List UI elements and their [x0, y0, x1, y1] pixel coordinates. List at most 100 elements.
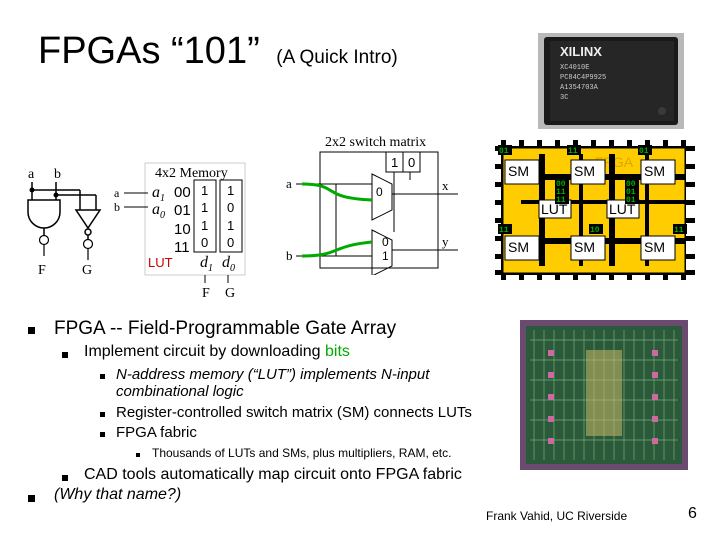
svg-text:00: 00: [626, 180, 636, 189]
bullet-lut-cont: combinational logic: [116, 383, 244, 400]
svg-text:00: 00: [556, 180, 566, 189]
bullet-fpga: FPGA -- Field-Programmable Gate Array: [54, 318, 397, 339]
svg-text:LUT: LUT: [541, 201, 568, 217]
bullet-implement-circuit: Implement circuit by downloading bits: [84, 343, 350, 360]
bullet-fpga-fabric: FPGA fabric: [116, 424, 197, 441]
svg-text:0: 0: [230, 263, 235, 274]
svg-text:0: 0: [201, 235, 208, 250]
svg-text:a: a: [152, 184, 160, 201]
page-number: 6: [688, 505, 697, 522]
bullet-switch-matrix: Register-controlled switch matrix (SM) c…: [116, 404, 472, 421]
svg-text:0: 0: [227, 200, 234, 215]
svg-text:1: 1: [201, 183, 208, 198]
switch-output-y: y: [442, 234, 449, 249]
svg-text:11: 11: [568, 147, 578, 156]
svg-text:11: 11: [556, 196, 566, 205]
switch-output-x: x: [442, 178, 449, 193]
switch-matrix-heading: 2x2 switch matrix: [325, 135, 426, 150]
switch-matrix-diagram: 2x2 switch matrix 1 0 a b 0 0 1 x y: [286, 135, 458, 275]
svg-text:SM: SM: [574, 239, 595, 255]
gate-output-f: F: [38, 263, 46, 278]
svg-text:1: 1: [227, 183, 234, 198]
not-gate-icon: [74, 209, 102, 230]
bullet-marker-icon: [100, 412, 105, 417]
route-a-to-x: [301, 182, 373, 202]
gate-input-b: b: [54, 167, 61, 182]
mux-bottom-icon: [371, 229, 393, 275]
bullet-marker-icon: [136, 453, 140, 457]
output-g-node-icon: [82, 238, 94, 250]
lut-memory-col1: [193, 179, 217, 253]
lut-input-a: a: [114, 186, 120, 200]
switch-matrix-block: [504, 159, 540, 185]
svg-text:1: 1: [201, 218, 208, 233]
route-b-to-y: [301, 240, 373, 258]
bullet-marker-icon: [62, 352, 68, 358]
footer-author: Frank Vahid, UC Riverside: [486, 509, 628, 523]
svg-text:0: 0: [376, 185, 383, 199]
svg-text:PC84C4P9925: PC84C4P9925: [560, 74, 606, 82]
svg-text:a: a: [152, 201, 160, 218]
bits-highlight: bits: [325, 343, 350, 360]
lut-heading: 4x2 Memory: [155, 166, 228, 181]
mux-top-icon: [371, 173, 393, 221]
lut-address-01: 01: [174, 202, 191, 219]
svg-text:01: 01: [639, 147, 649, 156]
lut-label: LUT: [148, 255, 173, 270]
switch-input-b: b: [286, 248, 293, 263]
lut-output-f: F: [202, 286, 210, 300]
bullet-marker-icon: [28, 327, 35, 334]
svg-text:3C: 3C: [560, 94, 568, 102]
lut-output-g: G: [225, 286, 235, 300]
gate-input-a: a: [28, 167, 35, 182]
svg-text:1: 1: [227, 218, 234, 233]
svg-text:0: 0: [408, 155, 415, 170]
svg-text:SM: SM: [574, 163, 595, 179]
slide-title: FPGAs “101” (A Quick Intro): [38, 30, 398, 73]
svg-text:10: 10: [590, 226, 600, 235]
svg-text:01: 01: [499, 147, 509, 156]
switch-matrix-block: [640, 159, 676, 185]
svg-text:SM: SM: [644, 163, 665, 179]
svg-text:0: 0: [227, 235, 234, 250]
switch-matrix-block: [504, 235, 540, 261]
switch-matrix-block: [570, 235, 606, 261]
lut-memory-col2: [219, 179, 243, 253]
svg-text:11: 11: [674, 226, 684, 235]
output-f-node-icon: [38, 234, 50, 246]
svg-text:11: 11: [556, 188, 566, 197]
svg-text:d: d: [200, 254, 209, 271]
svg-text:0: 0: [160, 210, 165, 221]
switch-matrix-block: [640, 235, 676, 261]
and-gate-icon: [27, 199, 61, 229]
svg-text:01: 01: [626, 196, 636, 205]
bullet-marker-icon: [28, 495, 35, 502]
svg-text:d: d: [222, 254, 231, 271]
bullet-marker-icon: [62, 475, 68, 481]
lut-diagram: 4x2 Memory a b a 1 a 0 00 01 10 11 1 1 1…: [114, 162, 246, 300]
svg-text:LUT: LUT: [609, 201, 636, 217]
lut-address-00: 00: [174, 184, 191, 201]
svg-text:01: 01: [626, 188, 636, 197]
svg-text:A1354703A: A1354703A: [560, 84, 599, 92]
chip-photo: XILINX XC4010E PC84C4P9925 A1354703A 3C: [538, 33, 684, 129]
svg-text:SM: SM: [508, 239, 529, 255]
bullet-why-name: (Why that name?): [54, 486, 182, 503]
title-main: FPGAs “101”: [38, 30, 260, 72]
svg-text:SM: SM: [508, 163, 529, 179]
fpga-fabric-diagram: FPGA SM SM SM SM SM SM LUT LUT 01 11 01 …: [495, 140, 695, 280]
svg-text:1: 1: [208, 263, 213, 274]
switch-matrix-box: [319, 151, 439, 269]
lut-input-b: b: [114, 200, 120, 214]
svg-text:SM: SM: [644, 239, 665, 255]
lut-address-11: 11: [174, 239, 190, 256]
bullet-cad-tools: CAD tools automatically map circuit onto…: [84, 466, 462, 483]
gate-circuit: a b F G: [27, 167, 102, 278]
svg-text:1: 1: [382, 249, 389, 263]
svg-text:1: 1: [201, 200, 208, 215]
svg-text:1: 1: [160, 193, 165, 204]
bullet-marker-icon: [100, 432, 105, 437]
bullet-lut: N-address memory (“LUT”) implements N-in…: [116, 366, 430, 383]
title-subtitle: (A Quick Intro): [276, 47, 398, 68]
svg-text:11: 11: [499, 226, 509, 235]
